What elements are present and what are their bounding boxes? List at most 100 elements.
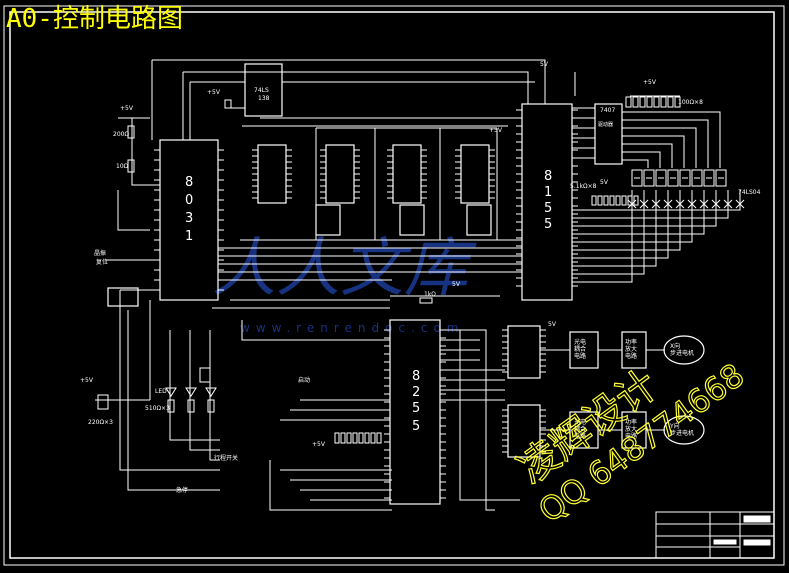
seven-seg-digit: [643, 169, 655, 187]
label-plus5v-3: +5V: [643, 79, 657, 86]
ppi8255-digit-2: 5: [412, 401, 420, 416]
label-res-10: 10Ω: [116, 163, 129, 170]
resistor: [660, 96, 667, 108]
chip-opto-bottom: [507, 404, 541, 458]
resistor: [187, 399, 195, 413]
cross-b: [735, 199, 745, 209]
resistor: [667, 96, 674, 108]
motors: [663, 335, 705, 445]
resistor: [674, 96, 681, 108]
leds: [165, 367, 217, 397]
resistor: [646, 96, 653, 108]
motor-y: [663, 415, 705, 445]
resistor: [625, 96, 632, 108]
resistor: [621, 195, 627, 206]
label-plus5v-4: +5V: [489, 127, 503, 134]
label-opto2: 光电耦合电路: [574, 418, 586, 440]
cross-b: [651, 199, 661, 209]
label-v5-2: 5V: [600, 179, 609, 186]
label-opto1: 光电耦合电路: [574, 338, 586, 360]
chip-latch3: [392, 144, 422, 204]
seven-seg-digit: [667, 169, 679, 187]
ppi8255-digit-1: 2: [412, 385, 420, 400]
resistor: [639, 96, 646, 108]
resistor-arrays: [97, 96, 681, 444]
label-74ls138-b: 138: [258, 95, 270, 102]
inner-frame: [9, 11, 775, 559]
resistor: [334, 432, 340, 444]
cpu-digit-1: 0: [185, 193, 193, 208]
title-block: [655, 511, 775, 559]
cross-b: [699, 199, 709, 209]
watermark-url: www.renrendoc.com: [240, 321, 464, 335]
label-7407: 7407: [600, 107, 615, 114]
cross-b: [639, 199, 649, 209]
seven-seg-digit: [655, 169, 667, 187]
resistor: [419, 297, 433, 304]
reset-block: [107, 287, 139, 307]
cpu-digit-0: 8: [185, 175, 193, 190]
label-res-5100: 5.1kΩ×8: [570, 183, 597, 190]
resistor: [653, 96, 660, 108]
label-plus5v-1: +5V: [120, 105, 134, 112]
box-amp2: [621, 411, 647, 449]
chip-8255: [389, 319, 441, 505]
ppi8255-digit-0: 8: [412, 369, 420, 384]
resistor: [340, 432, 346, 444]
resistor: [627, 195, 633, 206]
label-v5-3: 5V: [452, 281, 461, 288]
seven-segment-displays: [627, 169, 745, 209]
chip-labels: 8 0 3 1 8 1 5 5 8 2 5 5: [185, 169, 552, 434]
watermark-text: 人人文库: [212, 232, 477, 306]
resistor: [609, 195, 615, 206]
label-limit: 行程开关: [214, 454, 238, 462]
resistor: [597, 195, 603, 206]
label-res-200: 200Ω: [113, 131, 129, 138]
resistor: [376, 432, 382, 444]
label-v5-1: 5V: [540, 61, 549, 68]
ppi8155-digit-3: 5: [544, 217, 552, 232]
chip-latch2: [325, 144, 355, 204]
seven-seg-digit: [679, 169, 691, 187]
resistor: [346, 432, 352, 444]
chip-74ls138: [244, 63, 283, 117]
resistor: [207, 399, 215, 413]
label-v5-4: 5V: [548, 321, 557, 328]
resistor: [632, 96, 639, 108]
label-led: LED: [155, 388, 167, 395]
label-res-220: 220Ω×3: [88, 419, 113, 426]
label-plus5v-5: +5V: [80, 377, 94, 384]
resistor: [370, 432, 376, 444]
ppi8155-digit-0: 8: [544, 169, 552, 184]
small-labels: 74LS 138 7407 驱动器 74LS04 +5V +5V 5V +5V …: [80, 61, 761, 494]
resistor: [127, 159, 135, 173]
label-amp2: 功率放大电路: [625, 418, 637, 440]
seven-seg-digit: [691, 169, 703, 187]
box-opto1: [569, 331, 599, 369]
aux-block1: [315, 204, 341, 236]
seven-seg-digit: [703, 169, 715, 187]
box-amp1: [621, 331, 647, 369]
label-motor1: X向步进电机: [670, 342, 694, 357]
cross-b: [663, 199, 673, 209]
seven-seg-digit: [631, 169, 643, 187]
cross-b: [711, 199, 721, 209]
chip-pins: [154, 109, 578, 499]
chip-opto-top: [507, 325, 541, 379]
label-res-510: 510Ω×3: [145, 405, 170, 412]
resistor: [352, 432, 358, 444]
resistor: [224, 99, 232, 109]
chip-latch4: [460, 144, 490, 204]
aux-block2: [399, 204, 425, 236]
watermark: 人人文库 www.renrendoc.com: [212, 232, 477, 335]
diagram-title: A0-控制电路图: [6, 4, 183, 34]
resistor: [127, 125, 135, 139]
label-start: 启动: [298, 376, 310, 384]
box-opto2: [569, 411, 599, 449]
label-plus5v-6: +5V: [312, 441, 326, 448]
resistor: [167, 399, 175, 413]
outer-frame: [3, 5, 785, 566]
resistor: [97, 394, 109, 410]
cpu-digit-3: 1: [185, 229, 193, 244]
